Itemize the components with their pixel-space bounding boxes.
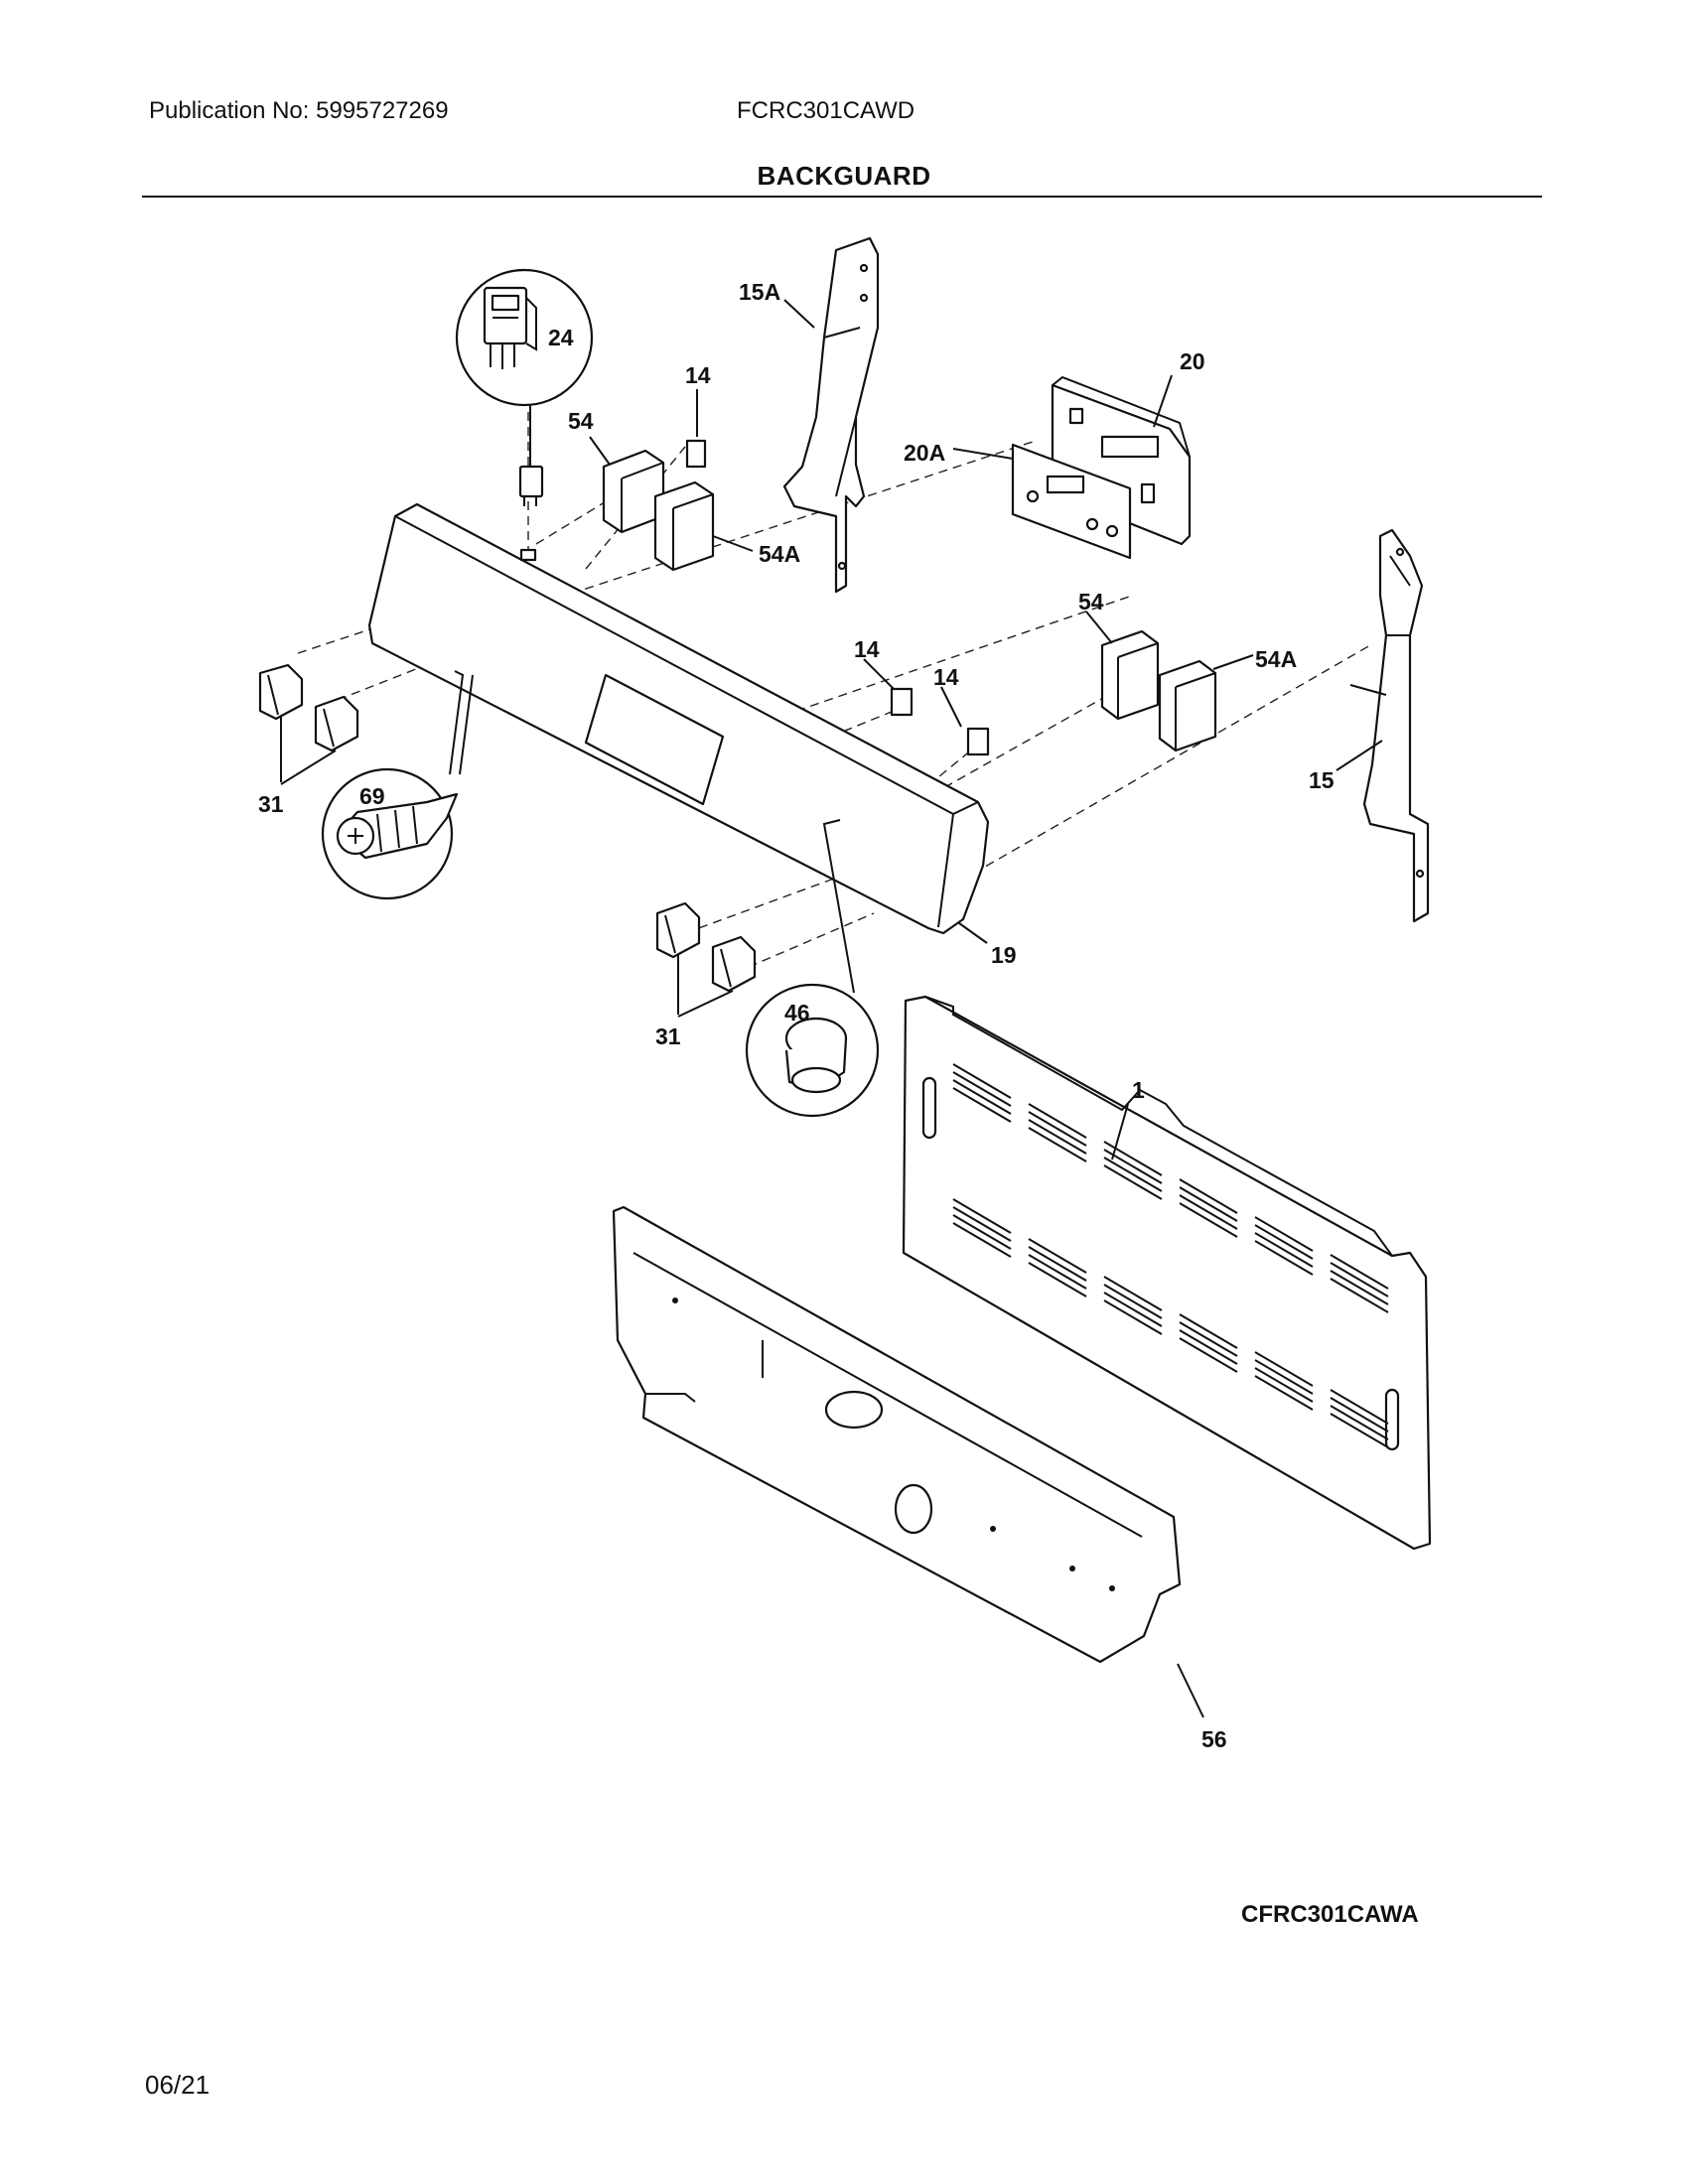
callout-20a: 20A (904, 440, 945, 466)
callout-19: 19 (991, 942, 1017, 968)
callout-54-lower: 54 (1078, 589, 1104, 614)
side-bracket-15 (1349, 528, 1430, 923)
callout-14-lower: 14 (933, 664, 959, 690)
callout-54a-lower: 54A (1255, 646, 1297, 672)
callout-15a: 15A (739, 279, 780, 305)
callout-54-upper: 54 (568, 408, 594, 434)
publication-number: Publication No: 5995727269 (149, 97, 449, 124)
callout-54a-upper: 54A (759, 541, 800, 567)
leader-lines (589, 299, 1383, 1718)
screw-detail (321, 670, 474, 900)
callout-1: 1 (1132, 1077, 1145, 1103)
rocker-switch-detail (455, 268, 594, 506)
backguard-panel (367, 502, 990, 935)
backguard-support-56 (612, 1205, 1182, 1664)
diagram-code: CFRC301CAWA (1241, 1901, 1419, 1928)
footer-date: 06/21 (145, 2070, 211, 2100)
callout-14-middle: 14 (854, 636, 880, 662)
callout-69: 69 (359, 783, 385, 809)
callout-labels: 24 15A 14 20 54 20A 54A 54 14 14 54A 31 … (258, 279, 1335, 1752)
control-knobs-lower (655, 901, 757, 1018)
rear-panel-1 (902, 995, 1432, 1551)
infinite-switch-upper (602, 439, 715, 572)
callout-56: 56 (1201, 1726, 1227, 1752)
callout-24: 24 (548, 325, 574, 350)
title-divider (142, 196, 1542, 198)
model-number: FCRC301CAWD (737, 97, 915, 124)
callout-14-top: 14 (685, 362, 711, 388)
callout-20: 20 (1180, 348, 1205, 374)
side-bracket-15a (782, 236, 880, 594)
callout-31-upper: 31 (258, 791, 284, 817)
control-knobs-upper (258, 663, 359, 785)
callout-15: 15 (1309, 767, 1335, 793)
spacer-detail (745, 819, 880, 1118)
page-title: BACKGUARD (757, 161, 931, 191)
callout-31-lower: 31 (655, 1024, 681, 1049)
infinite-switch-lower (890, 629, 1217, 756)
callout-46: 46 (784, 1000, 810, 1025)
overlay-20a (1011, 443, 1132, 560)
